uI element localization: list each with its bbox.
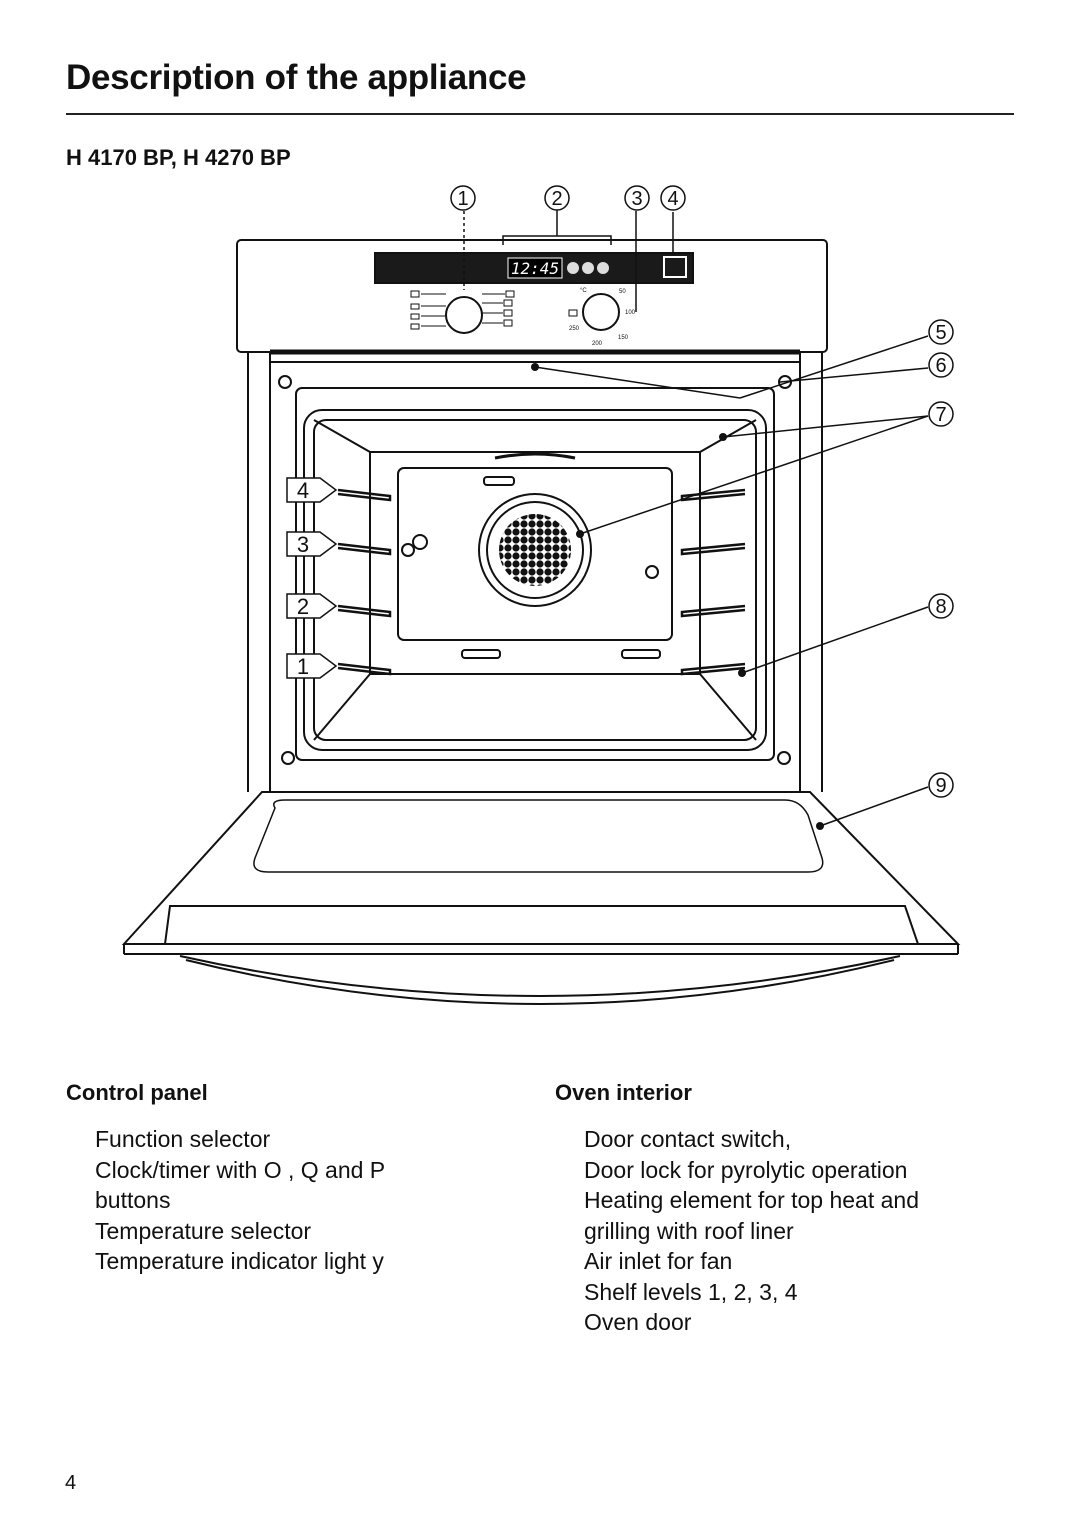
callout-number: 9 [935,775,946,797]
dial-mark: 150 [618,335,629,341]
callout-circle [928,319,954,345]
legend-item: buttons [95,1187,171,1213]
callout-number: 1 [457,188,468,210]
page-number: 4 [65,1472,77,1494]
dial-mark: 50 [619,289,626,295]
indicator-light-icon [663,256,687,278]
callout-circle [450,185,476,211]
page-title: Description of the appliance [66,58,527,97]
shelf-level-tag [286,531,338,557]
dial-mark: 100 [625,310,636,316]
oven-door [121,791,961,945]
legend-item: Oven door [584,1309,692,1335]
legend-item: grilling with roof liner [584,1217,794,1244]
shelf-level-tag [286,477,338,503]
callout-number: 8 [935,596,946,618]
up-button-icon [582,262,594,274]
temperature-selector-dial [582,293,620,331]
oven-back-wall [369,451,701,675]
title-rule [66,113,1014,115]
shelf-level-number: 4 [297,478,309,503]
legend-item: Function selector [95,1126,271,1152]
callout-circle [928,401,954,427]
display-time: 12:45 [511,259,559,278]
callout-circle [928,772,954,798]
callout-circle [660,185,686,211]
shelf-level-number: 1 [297,654,309,679]
oven-illustration: 1 2 3 4 5 6 7 8 9 4 3 2 1 12:45 °C 50 10… [0,170,1080,1040]
legend-item: Air inlet for fan [584,1248,733,1274]
legend-item: Heating element for top heat and [584,1187,920,1213]
legend-item: Shelf levels 1, 2, 3, 4 [584,1278,798,1305]
callout-number: 7 [935,404,946,426]
callout-number: 3 [631,188,642,210]
callout-leaders [463,210,929,827]
clock-display [507,257,563,279]
fan-holes [499,514,571,586]
callout-number: 6 [935,355,946,377]
callout-circle [928,352,954,378]
legend-item: Door contact switch, [584,1126,792,1152]
dial-mark: 250 [569,326,580,332]
fan-grille [478,493,592,607]
callout-circle [928,593,954,619]
dial-mark: 200 [592,341,603,347]
dial-mark: °C [580,288,587,294]
oven-cavity-opening [295,387,775,761]
control-panel-heading: Control panel [66,1080,208,1105]
control-panel-legend: Function selector Clock/timer with O , Q… [95,1124,385,1277]
function-selector-dial [445,296,483,334]
callout-circle [544,185,570,211]
door-seal [303,409,767,751]
shelf-level-number: 2 [297,594,309,619]
callout-circle [624,185,650,211]
fan-cover [397,467,673,641]
legend-item: Door lock for pyrolytic operation [584,1156,908,1183]
door-handle [185,959,895,1005]
legend-item: Clock/timer with O , Q and P [95,1156,386,1183]
shelf-level-tag [286,593,338,619]
legend-item: Temperature indicator light y [95,1248,384,1274]
oven-drawing: 1 2 3 4 5 6 7 8 9 4 3 2 1 12:45 °C 50 10… [121,185,961,1005]
shelf-level-tag [286,653,338,679]
shelf-level-number: 3 [297,532,309,557]
minus-button-icon [567,262,579,274]
plus-button-icon [597,262,609,274]
legend-item: Temperature selector [95,1217,312,1244]
oven-interior-legend: Door contact switch, Door lock for pyrol… [584,1124,919,1338]
model-heading: H 4170 BP, H 4270 BP [66,145,291,170]
callout-number: 4 [667,188,678,210]
oven-interior-heading: Oven interior [555,1080,692,1105]
callout-number: 5 [935,322,946,344]
callout-number: 2 [551,188,562,210]
